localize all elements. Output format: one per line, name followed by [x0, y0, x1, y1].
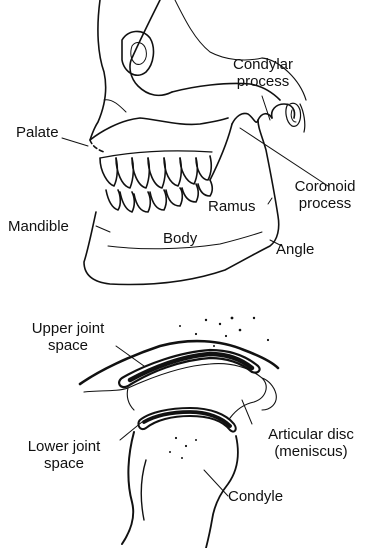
label-body: Body [163, 230, 197, 247]
label-palate: Palate [16, 124, 59, 141]
label-articular-disc-line1: Articular disc [256, 426, 366, 443]
coronoid-notch [232, 113, 272, 124]
disc-anterior [127, 388, 134, 410]
leader-lower-joint-space [120, 422, 142, 440]
lower-joint-space-inner [144, 412, 230, 426]
skull-outline [90, 0, 106, 140]
nasal-area [104, 100, 126, 112]
label-articular-disc: Articular disc (meniscus) [256, 426, 366, 460]
label-ramus: Ramus [208, 198, 256, 215]
temporal-line [175, 0, 262, 60]
label-mandible: Mandible [8, 218, 69, 235]
label-angle: Angle [276, 241, 314, 258]
label-coronoid-process-line2: process [284, 195, 366, 212]
condyle-texture [169, 437, 197, 459]
ramus-front [210, 124, 232, 180]
orbit-outline [122, 31, 153, 75]
label-upper-joint-space: Upper joint space [16, 320, 120, 354]
upper-teeth [100, 151, 212, 188]
label-condylar-process: Condylar process [223, 56, 303, 90]
label-articular-disc-line2: (meniscus) [256, 443, 366, 460]
bone-texture-top [179, 317, 269, 347]
label-upper-joint-space-line2: space [16, 337, 120, 354]
label-condyle: Condyle [228, 488, 283, 505]
leader-condyle [204, 470, 228, 496]
leader-palate [62, 138, 88, 146]
articular-disc [84, 364, 266, 418]
leader-mandible [96, 226, 110, 232]
condyle-outline [122, 432, 134, 544]
leader-condylar [262, 96, 270, 120]
label-coronoid-process: Coronoid process [284, 178, 366, 212]
ear-canal [286, 103, 301, 126]
leader-ramus [268, 198, 272, 204]
label-lower-joint-space-line2: space [12, 455, 116, 472]
orbit-inner [131, 43, 147, 65]
cheekbone [130, 0, 172, 95]
label-condylar-process-line1: Condylar [223, 56, 303, 73]
leader-upper-joint-space [116, 346, 144, 366]
label-condylar-process-line2: process [223, 73, 303, 90]
palate-line [90, 140, 104, 152]
label-coronoid-process-line1: Coronoid [284, 178, 366, 195]
condyle-neck-left [141, 460, 146, 520]
label-lower-joint-space: Lower joint space [12, 438, 116, 472]
lower-teeth [106, 180, 212, 212]
label-lower-joint-space-line1: Lower joint [12, 438, 116, 455]
label-upper-joint-space-line1: Upper joint [16, 320, 120, 337]
maxilla [90, 118, 228, 140]
